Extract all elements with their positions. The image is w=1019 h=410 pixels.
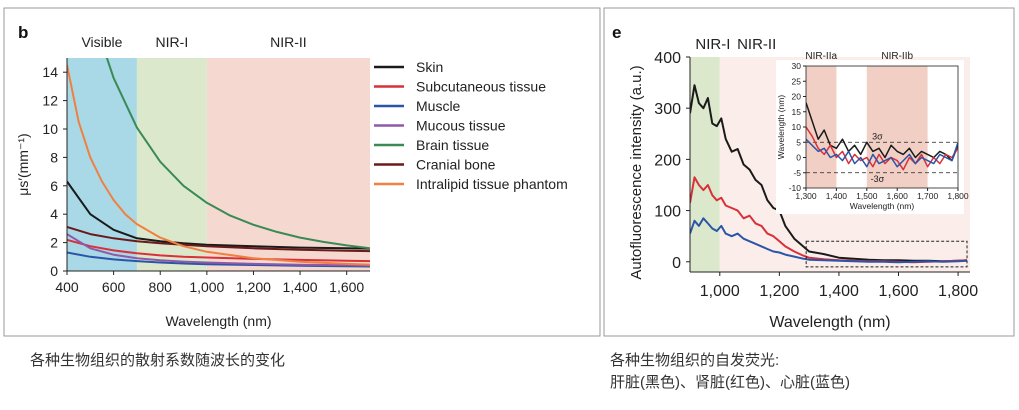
legend-label: Subcutaneous tissue bbox=[416, 79, 546, 95]
inset-x-tick-label: 1,700 bbox=[917, 191, 939, 201]
legend-label: Brain tissue bbox=[416, 137, 489, 153]
panel-b-chart: Visible NIR-I NIR-II 400 600 800 1,000 1,200 1,4… bbox=[15, 34, 568, 329]
region-band bbox=[690, 57, 720, 272]
inset-x-tick-label: 1,600 bbox=[887, 191, 909, 201]
panel-e-letter: e bbox=[612, 23, 621, 42]
region-label: NIR-II bbox=[737, 36, 776, 53]
y-tick-label: 2 bbox=[50, 235, 58, 251]
inset-region-band bbox=[866, 66, 928, 188]
x-tick-label: 1,400 bbox=[819, 283, 859, 300]
y-tick-label: 400 bbox=[654, 50, 681, 67]
inset-y-tick-label: 0 bbox=[796, 153, 801, 163]
inset-threshold-label: -3σ bbox=[871, 174, 885, 184]
y-axis-title: μs′(mm⁻¹) bbox=[15, 133, 31, 195]
panel-b-series-group bbox=[67, 58, 370, 268]
inset-y-tick-label: 15 bbox=[792, 107, 802, 117]
inset-x-axis-title: Wavelength (nm) bbox=[850, 201, 915, 211]
x-tick-label: 1,200 bbox=[759, 283, 799, 300]
inset-region-label: NIR-IIa bbox=[805, 51, 837, 62]
legend-label: Skin bbox=[416, 59, 443, 75]
x-tick-label: 400 bbox=[55, 279, 79, 295]
y-tick-label: 8 bbox=[50, 149, 58, 165]
inset-region-band bbox=[806, 66, 837, 188]
x-tick-label: 1,600 bbox=[878, 283, 918, 300]
legend-label: Mucous tissue bbox=[416, 118, 506, 134]
series-line bbox=[105, 58, 370, 250]
inset-x-tick-label: 1,500 bbox=[856, 191, 878, 201]
x-tick-label: 1,200 bbox=[236, 279, 271, 295]
inset-y-tick-label: 25 bbox=[792, 76, 802, 86]
region-label: NIR-I bbox=[156, 34, 189, 50]
inset-y-tick-label: 30 bbox=[792, 61, 802, 71]
x-tick-label: 1,000 bbox=[189, 279, 224, 295]
y-tick-label: 0 bbox=[50, 263, 58, 279]
inset-y-axis-title: Wavelength (nm) bbox=[776, 95, 786, 160]
legend-label: Muscle bbox=[416, 98, 461, 114]
x-tick-label: 1,800 bbox=[938, 283, 978, 300]
y-tick-label: 4 bbox=[50, 206, 58, 222]
inset-threshold-label: 3σ bbox=[872, 131, 883, 141]
panel-e-frame bbox=[603, 7, 1015, 337]
x-tick-label: 1,400 bbox=[283, 279, 318, 295]
zoom-box bbox=[805, 240, 968, 268]
x-tick-label: 1,000 bbox=[700, 283, 740, 300]
y-axis-title: Autofluorescence intensity (a.u.) bbox=[628, 65, 645, 279]
x-tick-label: 600 bbox=[102, 279, 126, 295]
region-band bbox=[136, 58, 207, 271]
inset-y-tick-label: -5 bbox=[793, 168, 801, 178]
region-label: Visible bbox=[81, 34, 122, 50]
inset-series-group bbox=[806, 102, 958, 171]
caption-left-text: 各种生物组织的散射系数随波长的变化 bbox=[30, 352, 286, 369]
panel-b-frame bbox=[3, 7, 601, 337]
region-label: NIR-I bbox=[695, 36, 730, 53]
y-tick-label: 6 bbox=[50, 178, 58, 194]
series-line bbox=[67, 64, 370, 266]
inset-y-tick-label: -10 bbox=[789, 183, 802, 193]
series-line bbox=[67, 238, 370, 263]
y-tick-label: 10 bbox=[42, 121, 58, 137]
inset-series-line bbox=[806, 126, 958, 171]
series-line bbox=[690, 84, 968, 263]
y-tick-label: 100 bbox=[654, 204, 681, 221]
caption-right-line2: 肝脏(黑色)、肾脏(红色)、心脏(蓝色) bbox=[610, 374, 850, 391]
inset-chart: NIR-IIa NIR-IIb 3σ -3σ 1,300 1,400 1,500 1,600 1… bbox=[776, 51, 969, 214]
x-tick-label: 1,600 bbox=[329, 279, 364, 295]
caption-right: 各种生物组织的自发荧光: 肝脏(黑色)、肾脏(红色)、心脏(蓝色) bbox=[610, 350, 850, 394]
x-tick-label: 800 bbox=[149, 279, 173, 295]
inset-y-tick-label: 5 bbox=[796, 137, 801, 147]
series-line bbox=[690, 217, 968, 264]
caption-left: 各种生物组织的散射系数随波长的变化 bbox=[30, 350, 285, 372]
panel-e-series-group bbox=[690, 84, 968, 264]
inset-x-tick-label: 1,300 bbox=[795, 191, 817, 201]
region-label: NIR-II bbox=[270, 34, 307, 50]
series-line bbox=[67, 233, 370, 267]
x-axis-title: Wavelength (nm) bbox=[769, 314, 890, 331]
inset-series-line bbox=[806, 138, 958, 168]
y-tick-label: 200 bbox=[654, 152, 681, 169]
region-band bbox=[206, 58, 370, 271]
y-tick-label: 0 bbox=[672, 255, 681, 272]
y-tick-label: 300 bbox=[654, 101, 681, 118]
panel-b-letter: b bbox=[18, 23, 28, 42]
y-tick-label: 12 bbox=[42, 93, 58, 109]
inset-region-label: NIR-IIb bbox=[881, 51, 913, 62]
y-tick-label: 14 bbox=[42, 64, 58, 80]
series-line bbox=[67, 226, 370, 253]
inset-x-tick-label: 1,800 bbox=[947, 191, 969, 201]
legend-label: Intralipid tissue phantom bbox=[416, 176, 568, 192]
legend-label: Cranial bone bbox=[416, 157, 496, 173]
series-line bbox=[67, 180, 370, 250]
inset-y-tick-label: 10 bbox=[792, 122, 802, 132]
x-axis-title: Wavelength (nm) bbox=[165, 313, 271, 329]
caption-right-line1: 各种生物组织的自发荧光: bbox=[610, 352, 780, 369]
inset-y-tick-label: 20 bbox=[792, 92, 802, 102]
inset-x-tick-label: 1,400 bbox=[826, 191, 848, 201]
